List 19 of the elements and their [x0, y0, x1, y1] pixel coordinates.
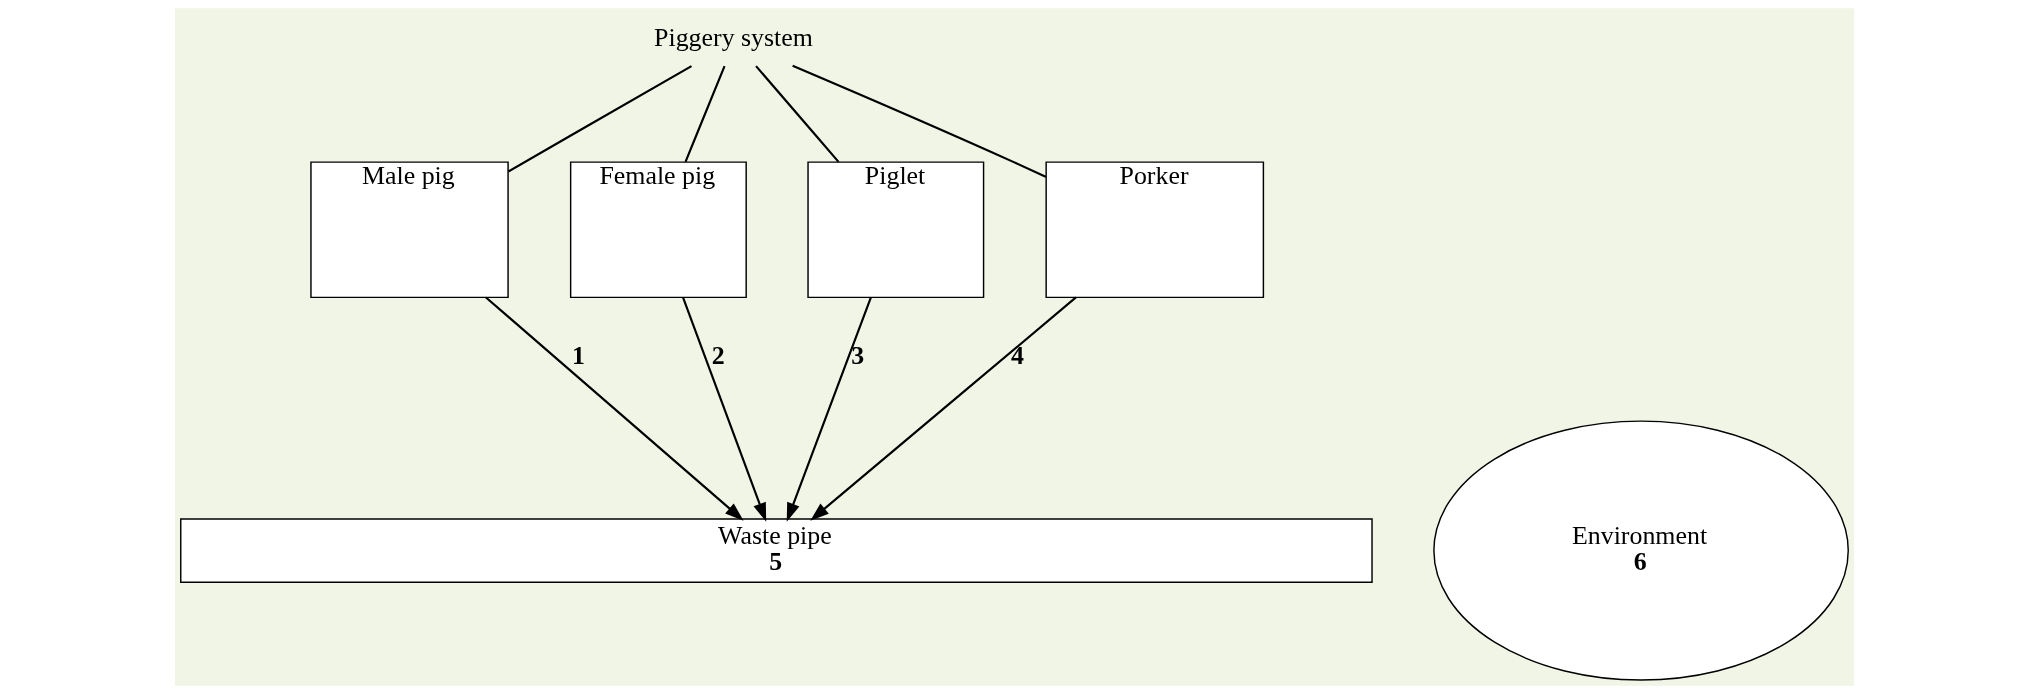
edge-label: 1 [572, 341, 586, 371]
arrow [485, 296, 744, 521]
edge-label: 2 [711, 341, 725, 371]
node-box: Piglet [807, 161, 985, 299]
arrow [786, 297, 872, 522]
connector [684, 65, 726, 163]
node-box: Porker [1045, 161, 1265, 299]
arrow [682, 297, 767, 522]
edge-label: 3 [851, 341, 865, 371]
connector [755, 65, 840, 163]
edge-label: 4 [1010, 341, 1024, 371]
node-text: Piggery system [654, 23, 813, 53]
node-box: Waste pipe 5 [180, 518, 1373, 583]
node-box: Female pig [569, 161, 747, 299]
connector [507, 65, 693, 173]
node-box: Male pig [310, 161, 509, 299]
connector [792, 64, 1047, 178]
node-ellipse: Environment 6 [1433, 420, 1849, 681]
arrow [810, 296, 1077, 521]
